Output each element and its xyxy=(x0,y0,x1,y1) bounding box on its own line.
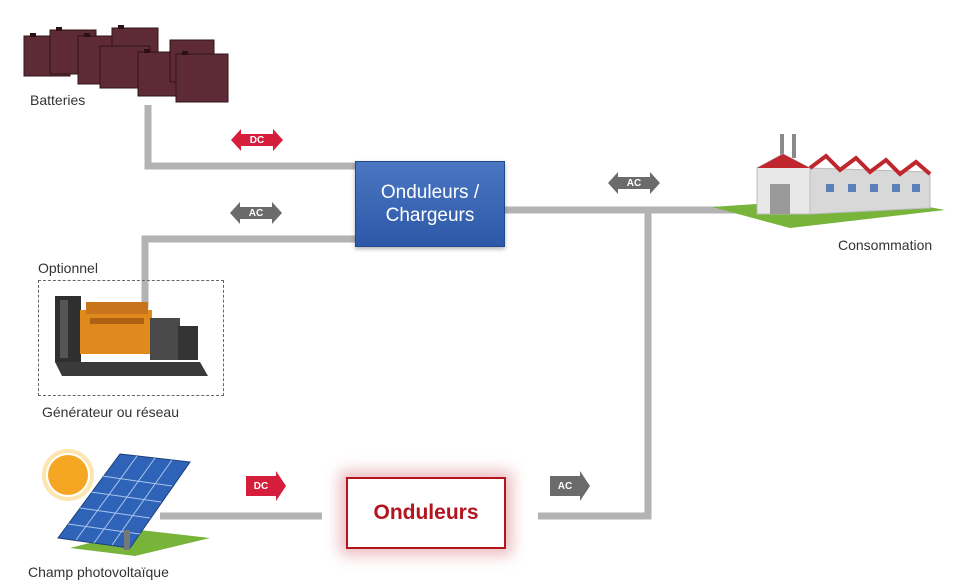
ac-tag-consumption: AC xyxy=(626,177,642,189)
onduleurs-line xyxy=(538,210,652,520)
onduleurs-chargeurs-box: Onduleurs / Chargeurs xyxy=(355,161,505,247)
generator-icon xyxy=(55,296,208,376)
ac-arrow-icon xyxy=(550,471,590,501)
onduleurs-chargeurs-line2: Chargeurs xyxy=(385,205,475,226)
ac-double-arrow-icon xyxy=(230,202,282,224)
factory-icon xyxy=(712,134,945,228)
batteries-icon xyxy=(23,25,229,103)
batteries-label: Batteries xyxy=(30,92,86,108)
dc-tag-batteries: DC xyxy=(249,134,265,146)
dc-arrow-icon xyxy=(246,471,286,501)
solar-panel-icon xyxy=(42,449,210,556)
generateur-label: Générateur ou réseau xyxy=(42,404,179,420)
champ-label: Champ photovoltaïque xyxy=(28,564,169,580)
batteries-line xyxy=(144,105,355,170)
onduleurs-box: Onduleurs xyxy=(346,477,506,549)
optionnel-label: Optionnel xyxy=(38,260,98,276)
onduleurs-chargeurs-line1: Onduleurs / xyxy=(380,182,480,203)
generator-line xyxy=(141,235,355,308)
ac-tag-generator: AC xyxy=(248,207,264,219)
ac-double-arrow-icon xyxy=(608,172,660,194)
sun-icon xyxy=(48,455,88,495)
dc-double-arrow-icon xyxy=(231,129,283,151)
connection-lines xyxy=(141,105,780,520)
generator-dashed-frame xyxy=(38,280,224,396)
ac-tag-onduleurs: AC xyxy=(557,480,573,492)
dc-tag-pv: DC xyxy=(253,480,269,492)
arrow-shapes xyxy=(230,129,660,501)
consommation-label: Consommation xyxy=(838,237,933,253)
